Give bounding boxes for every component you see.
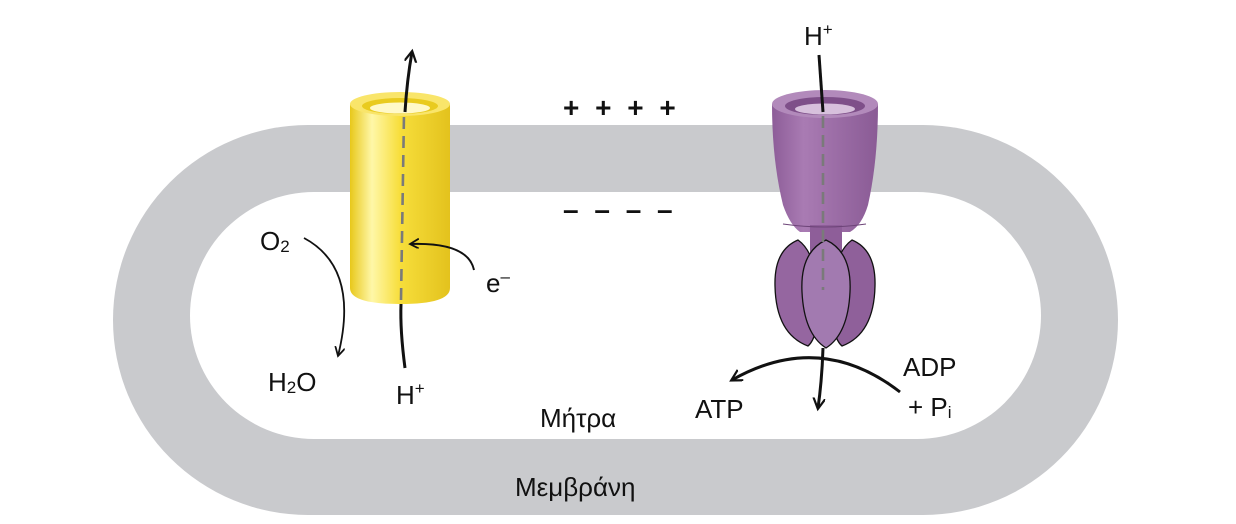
proton-path-top: [817, 54, 825, 113]
adp-label: ADP: [903, 352, 957, 382]
negative-charges-label: – – – –: [563, 194, 677, 225]
positive-charges-label: + + + +: [563, 92, 680, 123]
proton-path-left: [399, 303, 407, 369]
oxygen-subscript: 2: [280, 237, 290, 256]
atp-label: ATP: [695, 394, 744, 424]
plus-phosphate: + P: [908, 392, 948, 422]
proton-left-superscript: +: [414, 379, 425, 398]
electron-arrow: [410, 244, 475, 271]
oxygen-label: O2: [260, 226, 290, 256]
water-hydrogen: H: [268, 367, 287, 397]
phosphate-label: + Pi: [908, 392, 952, 422]
electron-superscript: –: [500, 267, 510, 286]
oxygen-to-water-arrow: [303, 237, 344, 356]
proton-arrow-down: [818, 347, 823, 408]
proton-top-superscript: +: [822, 20, 833, 39]
proton-left-symbol: H: [396, 380, 415, 410]
phosphate-subscript: i: [947, 403, 952, 422]
membrane-label: Μεμβράνη: [515, 472, 636, 502]
proton-top-label: H+: [804, 20, 833, 51]
electron-label: e–: [486, 267, 510, 298]
proton-channel-dashed-left: [399, 113, 406, 301]
water-oxygen: O: [296, 367, 317, 397]
atp-synthesis-arrow: [732, 356, 901, 394]
matrix-label: Μήτρα: [540, 403, 617, 433]
proton-arrow-up: [403, 52, 412, 113]
proton-top-symbol: H: [804, 21, 823, 51]
electron-symbol: e: [486, 268, 501, 298]
atp-synthase: [772, 90, 878, 349]
electron-transport-protein: [350, 92, 450, 304]
water-subscript: 2: [286, 378, 297, 397]
proton-left-label: H+: [396, 379, 425, 410]
water-label: H2O: [268, 367, 317, 397]
oxygen-symbol: O: [260, 226, 281, 256]
